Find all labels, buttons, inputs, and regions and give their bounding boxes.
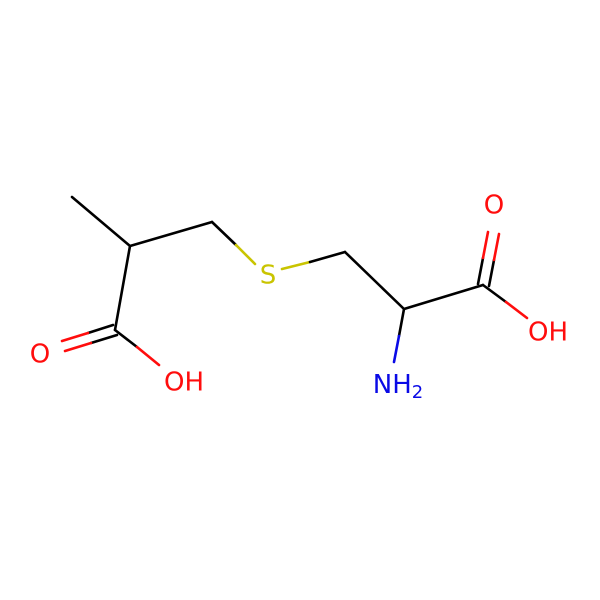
bond-left-coh-oxygen [135, 345, 161, 367]
bond-left-co-2-oxygen [63, 341, 93, 353]
bond-left-coh-carbon [113, 328, 139, 349]
bond-right-coh-carbon [481, 283, 508, 304]
hydroxyl-right-label: OH [528, 318, 568, 348]
bond-ch2-s-sulfur-half [234, 243, 257, 266]
bond-methyl-ch [70, 195, 132, 248]
bonds [60, 195, 529, 367]
bond-left-co-2-carbon [89, 333, 119, 345]
bond-alpha-carboxyl [402, 283, 485, 311]
bond-ch2-s-carbon-half [210, 220, 238, 247]
carbonyl-oxygen-right-label: O [484, 191, 504, 221]
bond-ch2-alpha [343, 250, 406, 311]
sulfur-label: S [260, 261, 277, 291]
carbonyl-oxygen-left-label: O [30, 340, 50, 370]
bond-alpha-n-carbon-half [397, 307, 406, 338]
bond-s-ch2-carbon-half [308, 250, 347, 264]
amine-label: NH2 [373, 370, 423, 404]
bond-right-coh-oxygen [504, 300, 529, 320]
bond-alpha-n-nitrogen-half [392, 334, 401, 364]
amine-label-main: NH [373, 370, 412, 400]
hydroxyl-left-label: OH [164, 368, 204, 398]
bond-right-co-1-carbon [476, 256, 485, 286]
amine-label-subscript: 2 [412, 382, 423, 403]
bond-ch-ch2 [128, 220, 214, 248]
bond-left-co-1-carbon [86, 323, 115, 335]
bond-right-co-2-oxygen [492, 232, 501, 262]
bond-ch-left-carboxyl [113, 244, 132, 332]
bond-left-co-1-oxygen [60, 331, 90, 343]
bond-right-co-2-carbon [487, 258, 496, 288]
atom-labels: S O OH O OH NH2 [30, 191, 568, 404]
bond-s-ch2-sulfur-half [280, 260, 312, 271]
bond-right-co-1-oxygen [481, 230, 490, 260]
